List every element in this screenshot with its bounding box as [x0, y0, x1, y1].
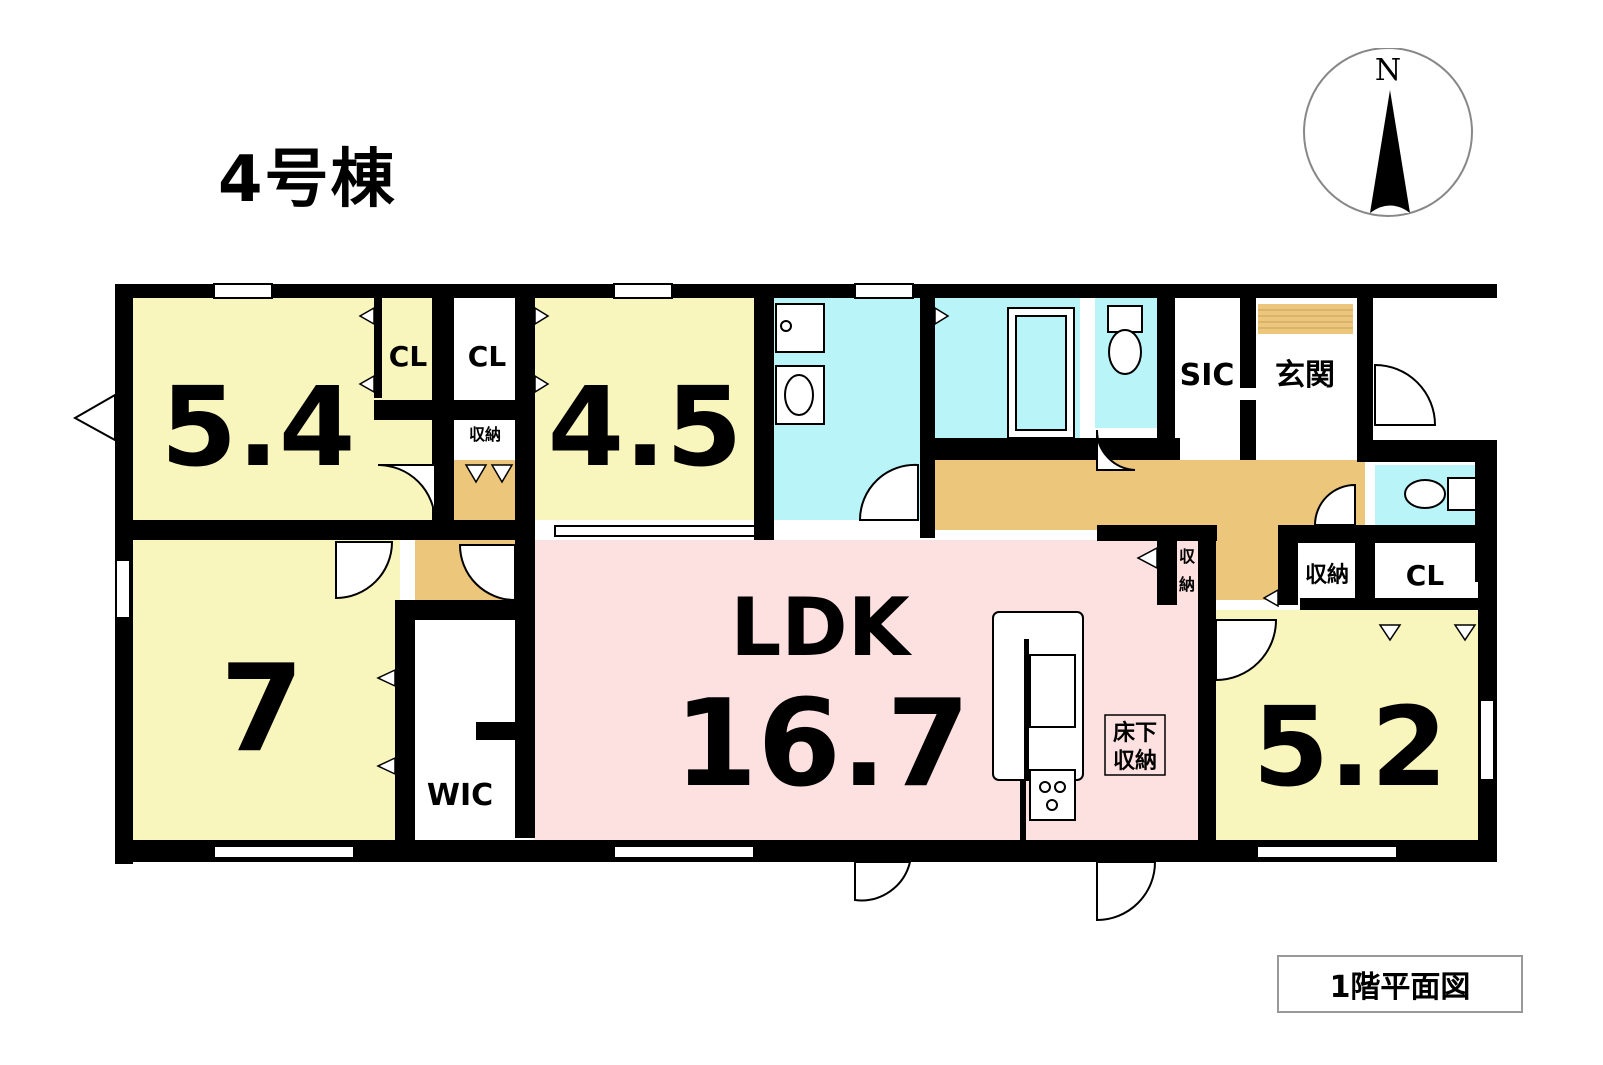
room-sw-size: 7: [220, 640, 304, 779]
room-se-size: 5.2: [1253, 683, 1448, 811]
stove-icon: [1029, 769, 1076, 821]
toilet-2-icon: [1447, 477, 1477, 511]
storage-label-right: 収納: [1305, 562, 1349, 588]
door-swings: [72, 363, 1437, 922]
genkan-label: 玄関: [1275, 358, 1335, 393]
toilet-2-bowl-icon: [1404, 479, 1446, 509]
storage-label-vertical-2: 納: [1179, 575, 1195, 594]
entrance-stairs: [1258, 304, 1353, 334]
fixtures: [775, 303, 1477, 821]
hallway-fill: [935, 460, 1365, 530]
toilet-1-icon: [1107, 305, 1143, 333]
room-nw-size: 5.4: [161, 363, 356, 491]
stair-hatching: [1258, 309, 1353, 329]
closet-label-3: CL: [1406, 559, 1445, 592]
wic-label: WIC: [427, 778, 493, 813]
windows: [115, 283, 1495, 859]
closet-label-1: CL: [389, 340, 428, 373]
closet-markers: [358, 306, 1477, 776]
kitchen-sink-icon: [1029, 654, 1076, 728]
sic-label: SIC: [1180, 358, 1235, 393]
building-title: 4号棟: [218, 143, 397, 217]
floor-label: 1階平面図: [1277, 955, 1523, 1013]
room-n-size: 4.5: [548, 363, 743, 491]
walls: [115, 284, 1497, 864]
ldk-size: 16.7: [674, 675, 970, 814]
toilet-1-bowl-icon: [1108, 329, 1142, 375]
underfloor-storage-label-2: 収納: [1113, 748, 1157, 774]
underfloor-storage-label-1: 床下: [1113, 720, 1157, 746]
ldk-fill: [534, 540, 1198, 840]
storage-label-small: 収納: [469, 425, 501, 444]
ldk-name: LDK: [730, 581, 912, 674]
underfloor-storage-box: [1104, 714, 1166, 776]
north-compass-icon: N: [1303, 48, 1473, 217]
north-label: N: [1375, 53, 1401, 88]
room-n-fill: [532, 298, 754, 520]
closet-label-2: CL: [468, 340, 507, 373]
storage-label-vertical-1: 収: [1179, 547, 1196, 566]
